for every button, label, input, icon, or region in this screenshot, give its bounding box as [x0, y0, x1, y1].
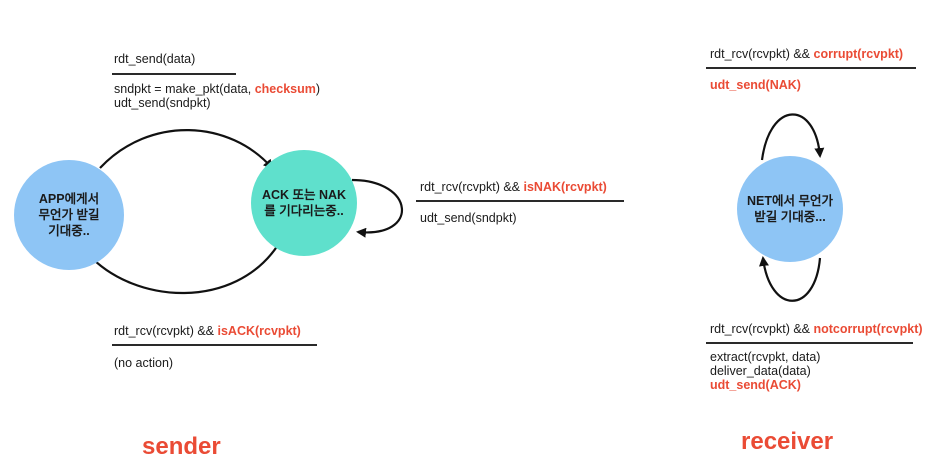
t-ack-isack: isACK(rcvpkt) — [217, 324, 301, 338]
state-wait-for-ack-nak: ACK 또는 NAK 를 기다리는중.. — [251, 150, 357, 256]
arrow-corrupt-selfloop — [760, 113, 825, 161]
t-nak-rule — [416, 200, 624, 202]
arrow-send — [99, 129, 274, 170]
t-notcorrupt-hl: notcorrupt(rcvpkt) — [813, 322, 923, 336]
t-corrupt-event: rdt_rcv(rcvpkt) && corrupt(rcvpkt) — [710, 47, 903, 62]
t-nak-isnak: isNAK(rcvpkt) — [523, 180, 607, 194]
t-ack-event-text: rdt_rcv(rcvpkt) && — [114, 324, 218, 338]
t-send-action-1-close: ) — [315, 82, 321, 96]
t-nak-event-text: rdt_rcv(rcvpkt) && — [420, 180, 524, 194]
t-notcorrupt-action-1: extract(rcvpkt, data) — [710, 350, 821, 364]
t-send-checksum: checksum — [254, 82, 316, 96]
t-nak-action: udt_send(sndpkt) — [420, 211, 517, 225]
t-send-action-1: sndpkt = make_pkt(data, checksum) — [114, 82, 320, 97]
state-wait-for-app-label: APP에게서 무언가 받길 기대중.. — [38, 192, 100, 238]
t-notcorrupt-action-2: deliver_data(data) — [710, 364, 811, 378]
arrow-nak-selfloop — [351, 178, 403, 238]
t-corrupt-event-text: rdt_rcv(rcvpkt) && — [710, 47, 814, 61]
state-wait-for-net-label: NET에서 무언가 받길 기대중... — [747, 194, 833, 224]
t-notcorrupt-event: rdt_rcv(rcvpkt) && notcorrupt(rcvpkt) — [710, 322, 923, 337]
t-ack-action: (no action) — [114, 356, 174, 370]
arrow-ack — [86, 244, 279, 295]
receiver-caption: receiver — [741, 428, 834, 455]
t-notcorrupt-rule — [706, 342, 913, 344]
t-corrupt-rule — [706, 67, 916, 69]
t-send-rule — [112, 73, 236, 75]
t-ack-rule — [112, 344, 317, 346]
t-corrupt-action: udt_send(NAK) — [710, 78, 801, 92]
sender-caption: sender — [142, 433, 221, 460]
t-send-action-1-text: sndpkt = make_pkt(data, — [114, 82, 255, 96]
t-ack-event: rdt_rcv(rcvpkt) && isACK(rcvpkt) — [114, 324, 301, 339]
t-notcorrupt-event-text: rdt_rcv(rcvpkt) && — [710, 322, 814, 336]
state-wait-for-app: APP에게서 무언가 받길 기대중.. — [14, 160, 124, 270]
t-send-action-2: udt_send(sndpkt) — [114, 96, 211, 110]
t-send-event: rdt_send(data) — [114, 52, 196, 66]
t-notcorrupt-action-3: udt_send(ACK) — [710, 378, 801, 392]
arrow-notcorrupt-selfloop — [759, 256, 822, 302]
t-nak-event: rdt_rcv(rcvpkt) && isNAK(rcvpkt) — [420, 180, 607, 195]
t-corrupt-hl: corrupt(rcvpkt) — [813, 47, 904, 61]
state-wait-for-net: NET에서 무언가 받길 기대중... — [737, 156, 843, 262]
state-wait-for-ack-nak-label: ACK 또는 NAK 를 기다리는중.. — [261, 188, 347, 218]
